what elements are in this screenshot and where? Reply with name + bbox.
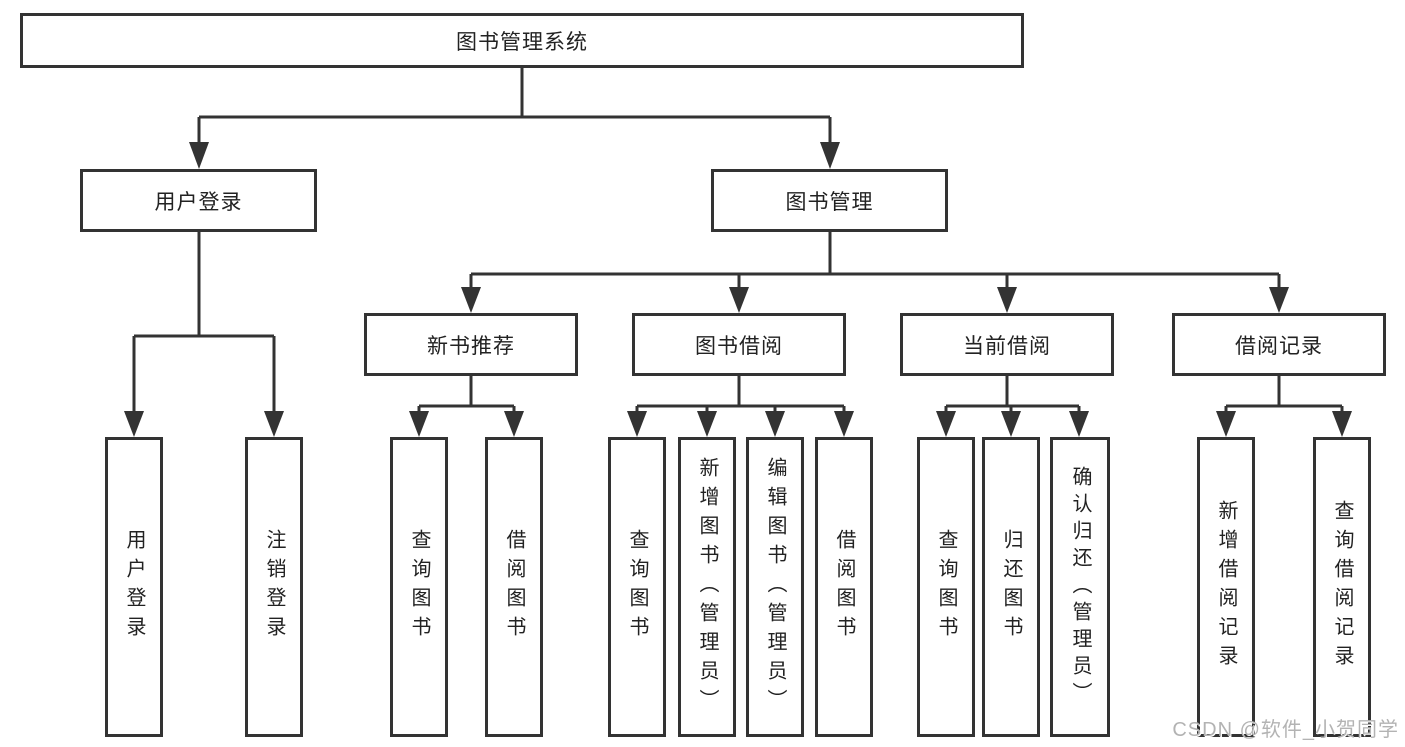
node-current-borrow: 当前借阅: [900, 313, 1114, 376]
arrowhead: [409, 411, 429, 437]
leaf-query-books-3-label: 查询图书: [935, 529, 957, 645]
leaf-logout: 注销登录: [245, 437, 303, 737]
node-user-login: 用户登录: [80, 169, 317, 232]
arrowhead: [264, 411, 284, 437]
leaf-borrow-books-1-label: 借阅图书: [503, 529, 525, 645]
leaf-add-books-admin-label: 新增图书（管理员）: [696, 456, 718, 718]
arrowhead: [765, 411, 785, 437]
arrowhead: [936, 411, 956, 437]
node-new-book-recommend: 新书推荐: [364, 313, 578, 376]
leaf-query-borrow-record: 查询借阅记录: [1313, 437, 1371, 737]
leaf-query-books-1-label: 查询图书: [408, 529, 430, 645]
leaf-add-borrow-record-label: 新增借阅记录: [1215, 500, 1237, 674]
node-root-label: 图书管理系统: [456, 30, 588, 54]
node-book-borrow-label: 图书借阅: [695, 334, 783, 358]
leaf-borrow-books-2-label: 借阅图书: [833, 529, 855, 645]
node-book-management: 图书管理: [711, 169, 948, 232]
node-book-management-label: 图书管理: [785, 190, 874, 214]
arrowhead: [1269, 287, 1289, 313]
node-current-borrow-label: 当前借阅: [963, 334, 1051, 358]
arrowhead: [461, 287, 481, 313]
node-root: 图书管理系统: [20, 13, 1024, 68]
leaf-edit-books-admin: 编辑图书（管理员）: [746, 437, 804, 737]
arrowhead: [504, 411, 524, 437]
arrowhead: [997, 287, 1017, 313]
node-borrow-records-label: 借阅记录: [1235, 334, 1323, 358]
leaf-user-login-label: 用户登录: [123, 529, 145, 645]
leaf-query-books-3: 查询图书: [917, 437, 975, 737]
arrowhead: [697, 411, 717, 437]
node-book-borrow: 图书借阅: [632, 313, 846, 376]
node-user-login-label: 用户登录: [154, 190, 243, 214]
leaf-add-borrow-record: 新增借阅记录: [1197, 437, 1255, 737]
leaf-borrow-books-2: 借阅图书: [815, 437, 873, 737]
leaf-return-books-label: 归还图书: [1000, 529, 1022, 645]
node-new-book-recommend-label: 新书推荐: [427, 334, 515, 358]
arrowhead: [1001, 411, 1021, 437]
leaf-query-borrow-record-label: 查询借阅记录: [1331, 500, 1353, 674]
arrowhead: [627, 411, 647, 437]
arrowhead: [820, 142, 840, 169]
leaf-edit-books-admin-label: 编辑图书（管理员）: [764, 456, 786, 718]
arrowhead: [1216, 411, 1236, 437]
leaf-add-books-admin: 新增图书（管理员）: [678, 437, 736, 737]
leaf-query-books-2-label: 查询图书: [626, 529, 648, 645]
leaf-confirm-return-admin-label: 确认归还（管理员）: [1069, 465, 1091, 709]
arrowhead: [124, 411, 144, 437]
node-borrow-records: 借阅记录: [1172, 313, 1386, 376]
leaf-query-books-1: 查询图书: [390, 437, 448, 737]
arrowhead: [189, 142, 209, 169]
csdn-watermark: CSDN @软件_小贺同学: [1172, 719, 1399, 741]
leaf-confirm-return-admin: 确认归还（管理员）: [1050, 437, 1110, 737]
arrowhead: [1332, 411, 1352, 437]
leaf-user-login: 用户登录: [105, 437, 163, 737]
arrowhead: [834, 411, 854, 437]
leaf-logout-label: 注销登录: [263, 529, 285, 645]
arrowhead: [1069, 411, 1089, 437]
leaf-query-books-2: 查询图书: [608, 437, 666, 737]
arrowhead: [729, 287, 749, 313]
leaf-borrow-books-1: 借阅图书: [485, 437, 543, 737]
leaf-return-books: 归还图书: [982, 437, 1040, 737]
